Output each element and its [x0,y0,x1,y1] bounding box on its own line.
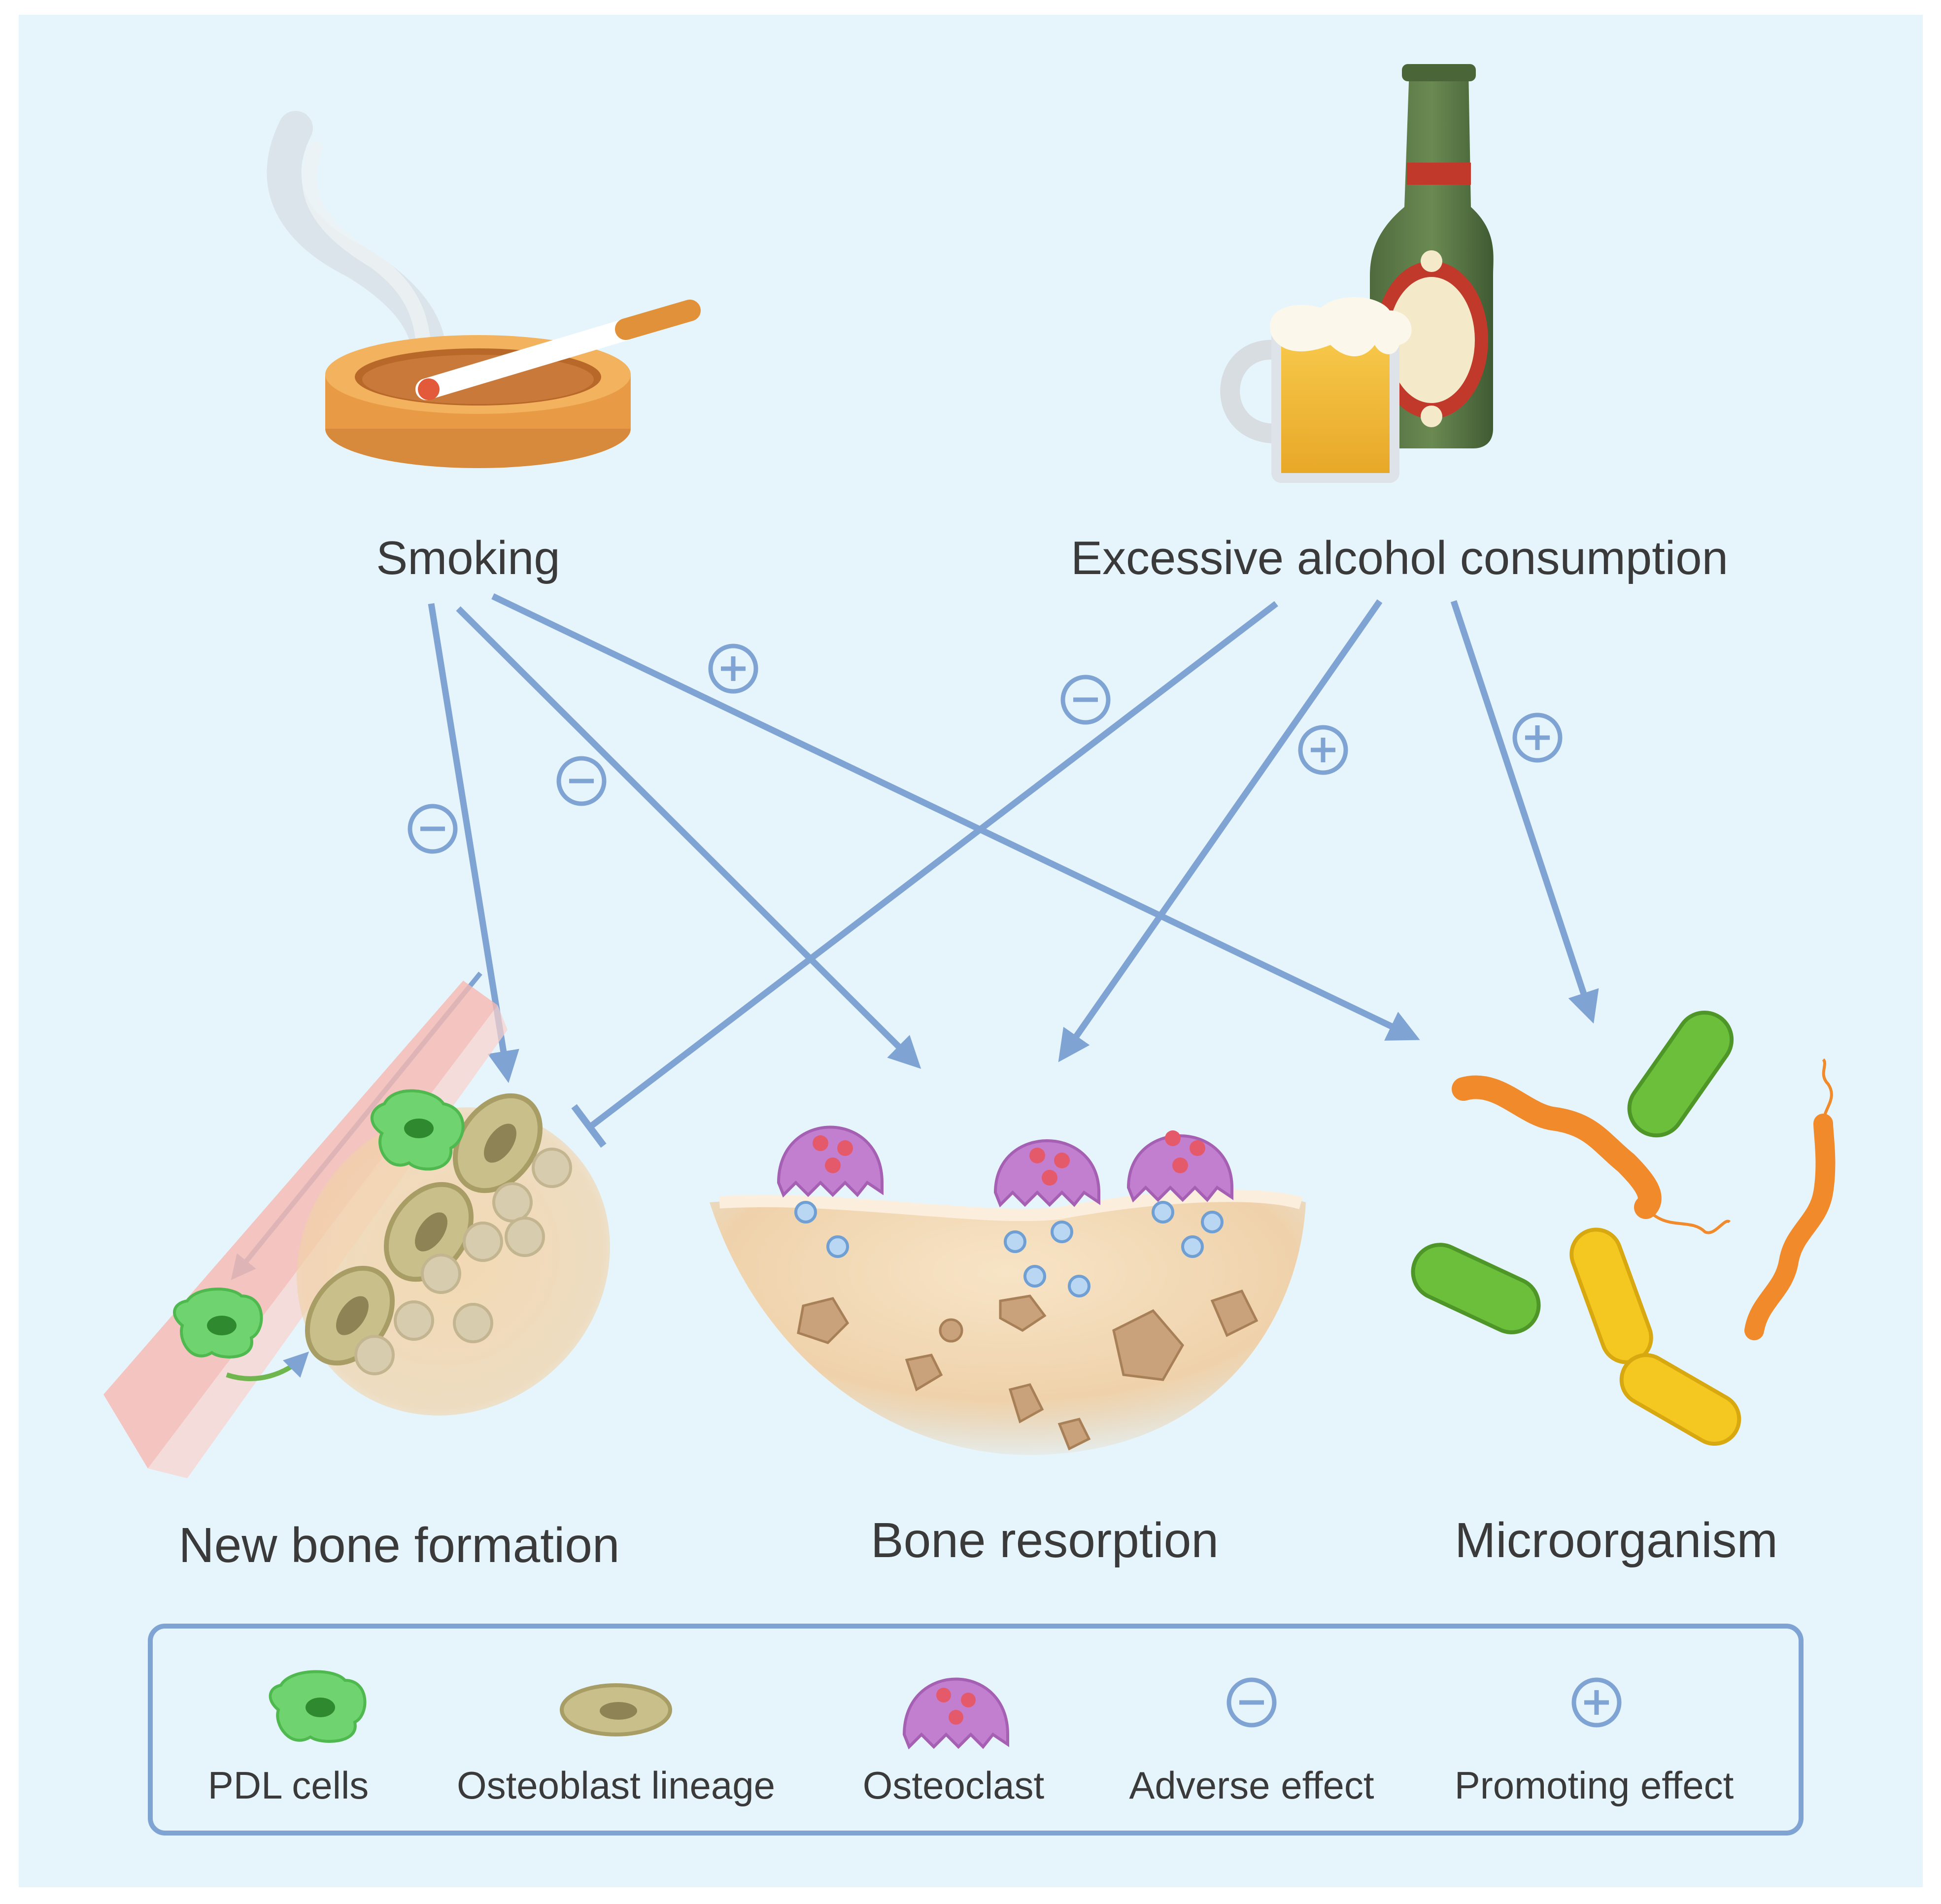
pdl-cell-icon [173,1089,465,1359]
legend-label-osteoblast: Osteoblast lineage [457,1764,775,1807]
arrow-alcohol-resorption [1058,599,1383,1062]
inhibition-bar [571,1104,607,1148]
osteoblast-cell-icon [305,1093,543,1366]
source-alcohol: Excessive alcohol consumption [1071,532,1728,584]
beer-bottle-mug-icon [1220,64,1494,483]
arrow-alcohol-microorganism [1450,600,1599,1024]
differentiation-arrow [226,1351,309,1381]
new-bone-formation-illustration [103,981,610,1478]
osteocyte-dots [354,1148,572,1375]
arrow-smoking-resorption [456,606,921,1069]
spirochete-icon [1452,1075,1662,1219]
minus-icon [1226,1677,1277,1728]
target-bone-resorption: Bone resorption [871,1513,1219,1568]
source-smoking: Smoking [376,532,560,584]
plus-icon [1512,713,1563,763]
green-bacillus-icon [1411,1010,1734,1334]
plus-icon [1571,1677,1622,1728]
legend: PDL cells Osteoblast lineage Osteoclast … [148,1624,1804,1836]
arrow-smoking-formation [428,603,519,1083]
minus-icon [556,756,607,806]
plus-icon [1298,725,1348,775]
legend-label-osteoclast: Osteoclast [863,1764,1045,1807]
arrow-alcohol-formation [589,601,1278,1129]
yellow-bacillus-icon [1569,1227,1741,1446]
bone-pores [797,1289,1259,1451]
target-new-bone-formation: New bone formation [179,1518,620,1573]
osteoclast-icon [777,1125,1233,1208]
microorganism-illustration [1411,1010,1836,1446]
legend-label-adverse: Adverse effect [1129,1764,1374,1807]
legend-label-pdl: PDL cells [208,1764,369,1807]
target-microorganism: Microorganism [1455,1513,1778,1568]
bone-resorption-illustration [710,1125,1306,1455]
osteoblast-cell-icon [560,1683,672,1736]
effect-symbols [408,644,1563,854]
minus-icon [408,804,458,854]
diagram-background [19,15,1923,1887]
legend-box [148,1624,1804,1836]
osteoclast-icon [902,1677,1009,1750]
spirochete-icon [1744,1114,1836,1340]
ashtray-cigarette-icon [267,111,701,468]
pdl-cell-icon [269,1670,367,1743]
legend-label-promoting: Promoting effect [1455,1764,1734,1807]
plus-icon [708,644,758,694]
ion-bubbles [794,1201,1224,1297]
arrow-smoking-microorganism [491,593,1420,1041]
minus-icon [1060,675,1111,725]
